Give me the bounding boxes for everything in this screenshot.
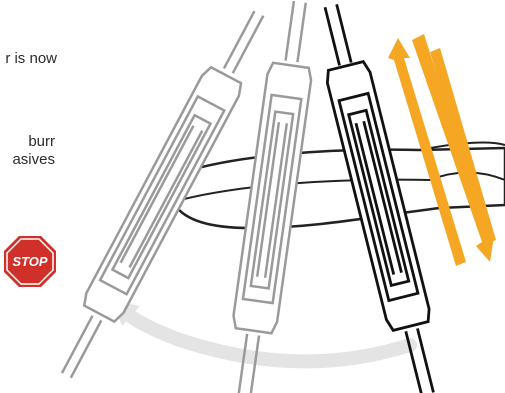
caption-middle-line-2: asives [12, 151, 55, 168]
up-down-arrows-icon [388, 34, 496, 266]
hone-tool-ghost-left [60, 10, 265, 379]
caption-middle-line-1: burr [28, 133, 55, 150]
caption-top: r is now [5, 50, 57, 68]
stop-sign-icon: STOP [4, 236, 56, 287]
caption-middle: burr asives [12, 133, 55, 169]
caption-top-text: r is now [5, 50, 57, 67]
hone-tool-active [323, 4, 435, 393]
hone-tool-ghost-middle [232, 0, 313, 393]
stop-sign-label: STOP [12, 254, 47, 269]
